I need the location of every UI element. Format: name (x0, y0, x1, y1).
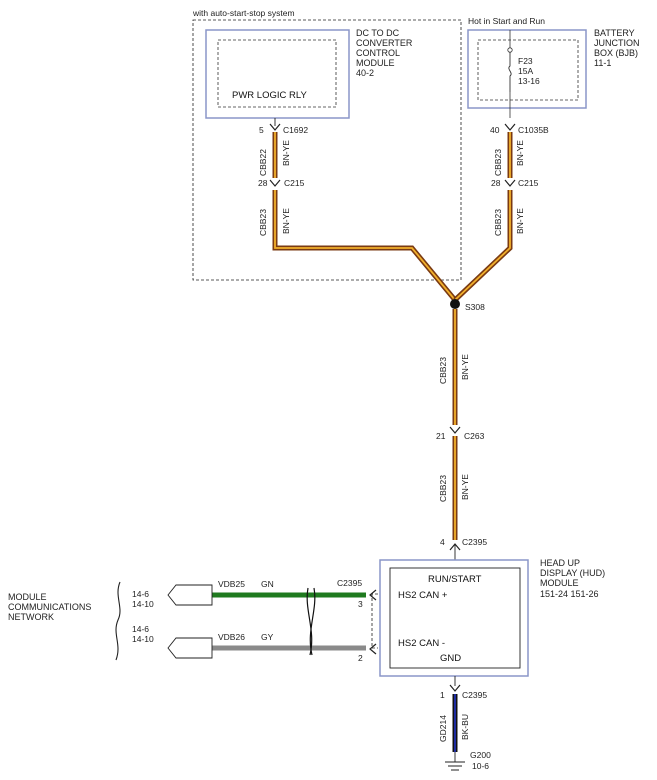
c263-pin: 21 (436, 431, 446, 441)
dcdc-name-line1: DC TO DC (356, 28, 400, 38)
c2395-can-label: C2395 (337, 578, 362, 588)
c2395-pin3: 3 (358, 599, 363, 609)
wire-can-plus-circuit: VDB25 (218, 579, 245, 589)
bjb-name-line2: JUNCTION (594, 38, 640, 48)
ground-name: G200 (470, 750, 491, 760)
bjb-name-line4: 11-1 (594, 58, 611, 68)
c215-right-arrow (504, 179, 516, 187)
network-name-line2: COMMUNICATIONS (8, 602, 91, 612)
hud-can-plus-label: HS2 CAN + (398, 590, 448, 601)
hud-name-line1: HEAD UP (540, 558, 580, 568)
c1692-connector-arrow (269, 123, 281, 131)
c1035b-label: C1035B (518, 125, 549, 135)
fuse-terminal-top (507, 47, 513, 53)
c2395-gnd-label: C2395 (462, 690, 487, 700)
fuse-name: F23 (518, 56, 533, 66)
wire-left-lower-circuit: CBB23 (258, 209, 268, 236)
wire-cbb23-right-lower[interactable] (453, 190, 513, 302)
battery-junction-box[interactable] (467, 29, 587, 109)
wire-right-lower-circuit: CBB23 (493, 209, 503, 236)
wire-mid-lower-color: BN-YE (460, 474, 470, 500)
hud-module[interactable] (379, 559, 529, 677)
auto-start-stop-note: with auto-start-stop system (192, 8, 295, 18)
hud-name-line3: MODULE (540, 578, 579, 588)
dcdc-name-line3: CONTROL (356, 48, 400, 58)
c2395-gnd-arrow (449, 684, 461, 692)
splice-s308[interactable] (450, 299, 460, 309)
wire-cbb23-left-lower[interactable] (272, 190, 457, 302)
network-break-line (115, 581, 121, 661)
c1692-label: C1692 (283, 125, 308, 135)
hot-in-start-run-label: Hot in Start and Run (468, 16, 545, 26)
network-plus-ref1: 14-6 (132, 589, 149, 599)
ground-ref: 10-6 (472, 761, 489, 771)
c263-label: C263 (464, 431, 485, 441)
c215-left-label: C215 (284, 178, 305, 188)
wire-mid-upper-circuit: CBB23 (438, 357, 448, 384)
c263-arrow (449, 426, 461, 434)
wire-mid-upper-color: BN-YE (460, 354, 470, 380)
wire-can-minus-color: GY (261, 632, 274, 642)
c215-left-pin: 28 (258, 178, 268, 188)
wire-mid-lower-circuit: CBB23 (438, 475, 448, 502)
wire-right-upper-color: BN-YE (515, 140, 525, 166)
fuse-f23-symbol[interactable] (508, 52, 512, 92)
dcdc-name-line4: MODULE (356, 58, 395, 68)
c1035b-connector-arrow (504, 123, 516, 131)
wire-ground-color: BK-BU (460, 714, 470, 740)
pwr-logic-relay-label: PWR LOGIC RLY (232, 90, 307, 101)
network-connector-plus[interactable] (167, 584, 213, 606)
wire-ground-circuit: GD214 (438, 715, 448, 742)
dcdc-name-line5: 40-2 (356, 68, 374, 78)
c2395-top-pin: 4 (440, 537, 445, 547)
wire-can-plus-color: GN (261, 579, 274, 589)
twisted-pair-line-b (309, 587, 316, 656)
c1035b-pin: 40 (490, 125, 500, 135)
c215-left-arrow (269, 179, 281, 187)
wire-left-upper-color: BN-YE (281, 140, 291, 166)
hud-run-start-label: RUN/START (428, 574, 482, 585)
dcdc-name-line2: CONVERTER (356, 38, 413, 48)
fuse-rating: 15A (518, 66, 533, 76)
network-minus-ref1: 14-6 (132, 624, 149, 634)
network-connector-minus[interactable] (167, 637, 213, 659)
c2395-pin3-arrow (369, 589, 377, 601)
c2395-top-label: C2395 (462, 537, 487, 547)
wire-can-minus-circuit: VDB26 (218, 632, 245, 642)
hud-can-minus-label: HS2 CAN - (398, 638, 445, 649)
hud-name-line2: DISPLAY (HUD) (540, 568, 605, 578)
network-minus-ref2: 14-10 (132, 634, 154, 644)
c2395-pin2: 2 (358, 653, 363, 663)
dcdc-module[interactable]: PWR LOGIC RLY (205, 29, 350, 119)
wire-right-lower-color: BN-YE (515, 208, 525, 234)
c2395-can-bracket (371, 593, 378, 649)
network-plus-ref2: 14-10 (132, 599, 154, 609)
bjb-name-line1: BATTERY (594, 28, 635, 38)
c2395-gnd-pin: 1 (440, 690, 445, 700)
c215-right-label: C215 (518, 178, 539, 188)
c1692-pin: 5 (259, 125, 264, 135)
network-name-line1: MODULE (8, 592, 47, 602)
hud-name-line4: 151-24 151-26 (540, 589, 599, 599)
hud-gnd-label: GND (440, 653, 461, 664)
fuse-ref: 13-16 (518, 76, 540, 86)
ground-symbol-icon (445, 752, 465, 771)
splice-s308-label: S308 (465, 302, 485, 312)
c2395-pin2-arrow (369, 643, 377, 655)
wire-right-upper-circuit: CBB23 (493, 149, 503, 176)
network-name-line3: NETWORK (8, 612, 54, 622)
auto-start-stop-boundary (192, 19, 462, 281)
wire-left-upper-circuit: CBB22 (258, 149, 268, 176)
c215-right-pin: 28 (491, 178, 501, 188)
bjb-name-line3: BOX (BJB) (594, 48, 638, 58)
wire-left-lower-color: BN-YE (281, 208, 291, 234)
